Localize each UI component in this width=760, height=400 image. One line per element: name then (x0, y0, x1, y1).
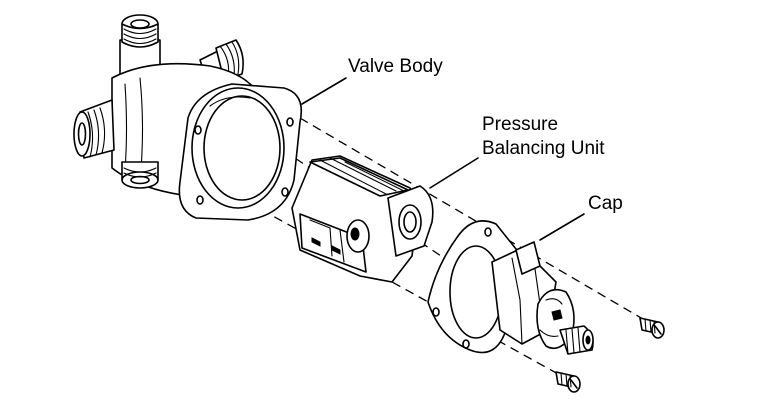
valve-body-label: Valve Body (348, 56, 443, 77)
cap-screw-upper (639, 317, 665, 339)
leader-lines (301, 77, 585, 241)
pressure-balancing-unit (291, 155, 434, 283)
cap-screw-lower (555, 371, 581, 393)
cap-label: Cap (588, 193, 623, 214)
pressure-balancing-unit-label: Pressure Balancing Unit (482, 114, 605, 159)
cap (427, 220, 594, 355)
valve-body (73, 14, 303, 221)
